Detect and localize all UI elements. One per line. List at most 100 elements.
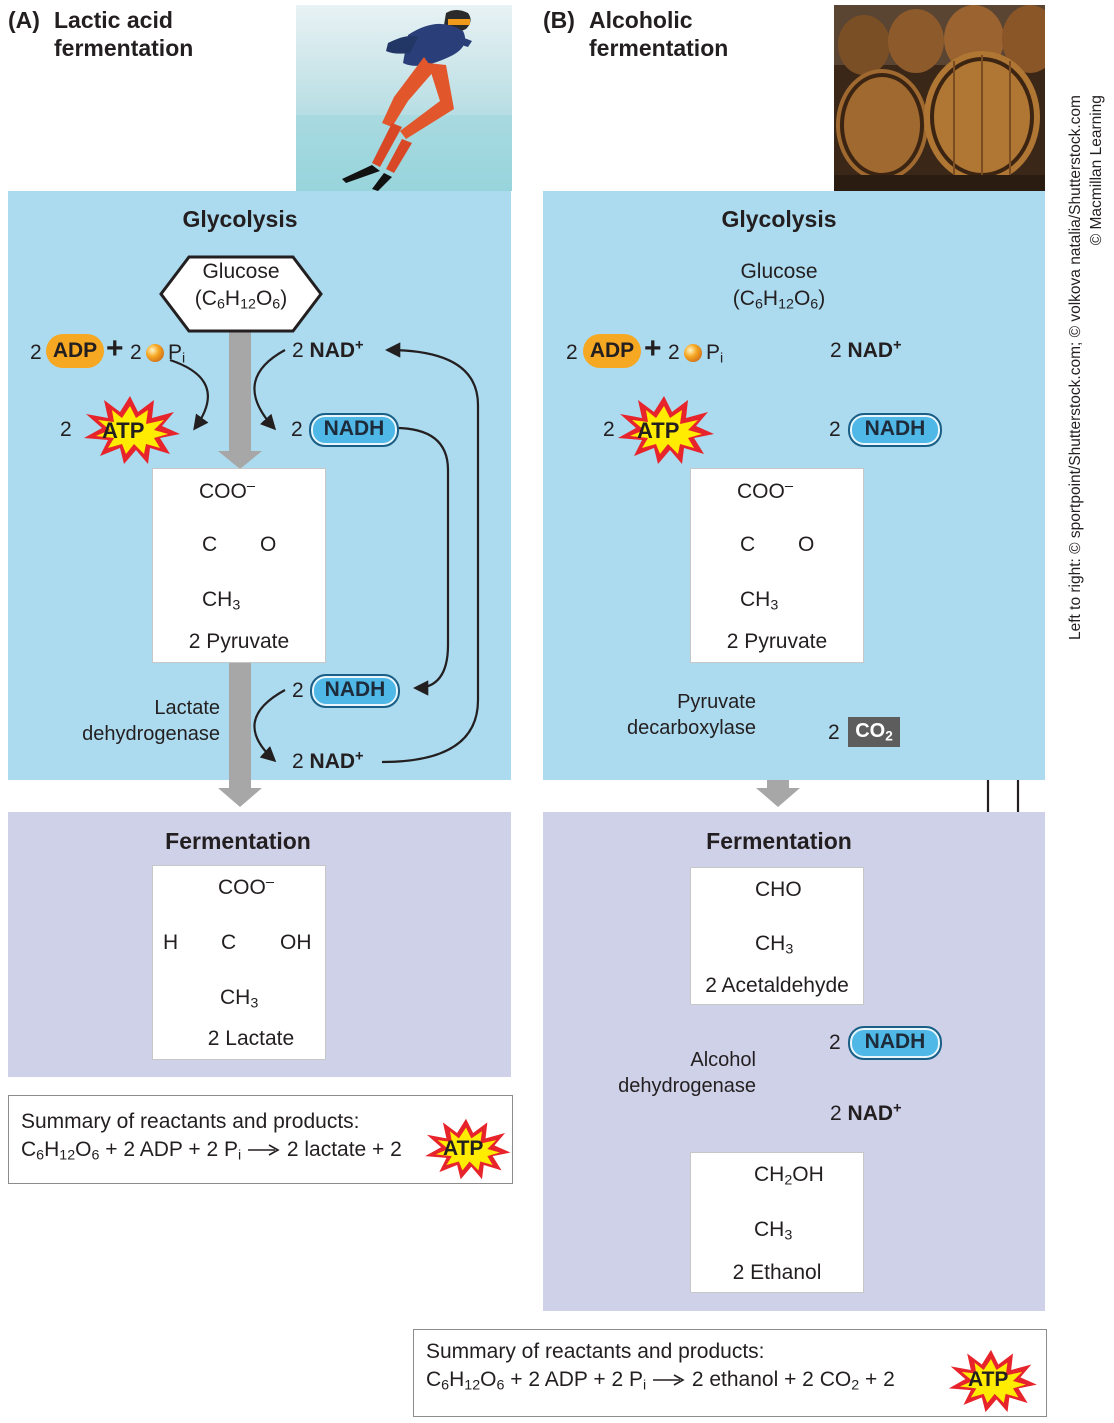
panel-b-pyruvate-label: 2 Pyruvate — [726, 630, 828, 653]
panel-b-pyruvate-c: C — [740, 533, 756, 556]
lactate-dehydrogenase-label: Lactate dehydrogenase — [82, 697, 220, 745]
panel-a-nadh-top-count: 2 — [291, 418, 303, 441]
panel-b-atp-count: 2 — [603, 418, 615, 441]
ethanol-ch2oh: CH2OH — [754, 1163, 824, 1189]
panel-a-nadh-recycle-arrow — [394, 426, 450, 696]
panel-a-adp-pill: ADP — [46, 334, 104, 368]
panel-b-pyruvate-ch3: CH3 — [740, 588, 779, 614]
photo-credit-line1: Left to right: © sportpoint/Shutterstock… — [1067, 95, 1084, 640]
panel-b-summary-reaction-arrow — [653, 1374, 685, 1387]
panel-b-nadh-bottom-count: 2 — [829, 1031, 841, 1054]
panel-b-nad-bottom: 2 NAD+ — [830, 1100, 902, 1125]
panel-b-glycolysis-label: Glycolysis — [721, 206, 837, 232]
panel-b-pyruvate-box — [691, 469, 863, 662]
speed-skater-photo — [296, 5, 512, 191]
panel-a-glucose-label: Glucose — [202, 260, 280, 283]
panel-a-pyruvate-label: 2 Pyruvate — [188, 630, 290, 653]
panel-b-tag: (B) — [543, 7, 575, 33]
alcohol-dehydrogenase-label: Alcohol dehydrogenase — [618, 1049, 756, 1097]
panel-a-title-line2: fermentation — [54, 35, 194, 61]
panel-a-summary-reaction-arrow — [248, 1144, 280, 1157]
panel-b-summary-atp-burst-icon — [948, 1349, 1037, 1413]
panel-b-nadh-top-pill: NADH — [848, 413, 942, 447]
pyruvate-decarboxylase-label: Pyruvate decarboxylase — [627, 691, 756, 739]
acetaldehyde-box — [691, 868, 863, 1004]
panel-b-pyruvate-o: O — [798, 533, 815, 556]
co2-box: CO2 — [848, 717, 900, 747]
panel-a-tag: (A) — [8, 7, 40, 33]
panel-b-glucose-label: Glucose — [740, 260, 818, 283]
panel-a-nad-to-nadh-arrow — [253, 349, 286, 431]
panel-b-atp-burst-icon — [618, 396, 714, 464]
panel-b-pyruvate-coo: COO– — [737, 478, 794, 503]
panel-a-glycolysis-label: Glycolysis — [182, 206, 298, 232]
panel-b-title-line1: Alcoholic — [589, 7, 693, 33]
panel-a-glucose-hexagon — [159, 255, 323, 333]
panel-a-summary-atp-label: ATP — [443, 1137, 484, 1160]
ethanol-label: 2 Ethanol — [732, 1261, 822, 1284]
panel-a-nadh-to-nad-arrow — [253, 689, 286, 763]
panel-a-summary-box: Summary of reactants and products: C6H12… — [8, 1095, 513, 1184]
panel-a-glucose-formula: (C6H12O6) — [194, 287, 288, 313]
panel-a-nadh-bottom-pill: NADH — [310, 674, 400, 708]
lactate-box — [153, 866, 325, 1059]
panel-a-adp-to-atp-arrow — [169, 358, 209, 431]
wine-barrels-illustration — [834, 5, 1045, 191]
panel-b-glucose-formula: (C6H12O6) — [732, 287, 826, 313]
panel-a-summary-atp-burst-icon — [425, 1118, 511, 1180]
acetaldehyde-label: 2 Acetaldehyde — [705, 974, 849, 997]
panel-b-fermentation-label: Fermentation — [706, 828, 852, 854]
panel-b-title-line2: fermentation — [589, 35, 729, 61]
panel-b-summary-heading: Summary of reactants and products: — [426, 1340, 765, 1363]
lactate-oh: OH — [280, 931, 312, 954]
panel-a-fermentation-label: Fermentation — [165, 828, 311, 854]
panel-a-nadh-bottom-count: 2 — [292, 679, 304, 702]
panel-b-summary-equation: C6H12O6 + 2 ADP + 2 Pi 2 ethanol + 2 CO2… — [426, 1368, 895, 1394]
panel-b-atp-label: ATP — [637, 418, 680, 443]
photo-credit-line2: © Macmillan Learning — [1088, 95, 1105, 246]
panel-b-phosphate-ball-icon — [684, 344, 702, 362]
panel-a-plus-sign: + — [106, 332, 124, 365]
panel-a-adp-count: 2 — [30, 341, 42, 364]
panel-a-pyruvate-o: O — [260, 533, 277, 556]
panel-a-title-line1: Lactic acid — [54, 7, 173, 33]
panel-a-title: (A) Lactic acid fermentation — [8, 6, 268, 66]
panel-a-pyruvate-coo: COO– — [199, 478, 256, 503]
ethanol-ch3: CH3 — [754, 1218, 793, 1244]
panel-b-adp-pill: ADP — [583, 334, 641, 368]
panel-b-summary-atp-label: ATP — [968, 1368, 1009, 1391]
panel-a-pyruvate-c: C — [202, 533, 218, 556]
panel-a-pyruvate-ch3: CH3 — [202, 588, 241, 614]
panel-a-atp-label: ATP — [102, 418, 145, 443]
panel-a-nadh-top-pill: NADH — [309, 413, 399, 447]
panel-a-phosphate-ball-icon — [146, 344, 164, 362]
panel-b-title: (B) Alcoholic fermentation — [543, 6, 803, 66]
wine-barrels-photo — [834, 5, 1045, 191]
panel-b-adp-count: 2 — [566, 341, 578, 364]
panel-b-pi-label: Pi — [706, 341, 724, 367]
panel-a-nad-top: 2 NAD+ — [292, 337, 364, 362]
panel-a-atp-count: 2 — [60, 418, 72, 441]
panel-b-pi-count: 2 — [668, 341, 680, 364]
speed-skater-illustration — [296, 5, 512, 191]
panel-b-summary-box: Summary of reactants and products: C6H12… — [413, 1329, 1047, 1417]
panel-b-plus-sign: + — [644, 332, 662, 365]
panel-a-summary-equation: C6H12O6 + 2 ADP + 2 Pi 2 lactate + 2 — [21, 1138, 402, 1164]
lactate-coo: COO– — [218, 874, 275, 899]
panel-a-pi-count: 2 — [130, 341, 142, 364]
panel-a-main-flow-arrow — [218, 330, 262, 807]
acetaldehyde-ch3: CH3 — [755, 932, 794, 958]
lactate-c: C — [221, 931, 237, 954]
ethanol-box — [691, 1153, 863, 1292]
panel-a-pyruvate-box — [153, 469, 325, 662]
lactate-label: 2 Lactate — [207, 1027, 295, 1050]
acetaldehyde-cho: CHO — [755, 878, 802, 901]
panel-a-summary-heading: Summary of reactants and products: — [21, 1110, 360, 1133]
panel-a-pi-label: Pi — [168, 341, 186, 367]
lactate-ch3: CH3 — [220, 986, 259, 1012]
lactate-h: H — [163, 931, 179, 954]
panel-a-atp-burst-icon — [84, 396, 180, 464]
panel-b-nadh-top-count: 2 — [829, 418, 841, 441]
panel-b-nadh-bottom-pill: NADH — [848, 1026, 942, 1060]
panel-a-nad-bottom: 2 NAD+ — [292, 748, 364, 773]
